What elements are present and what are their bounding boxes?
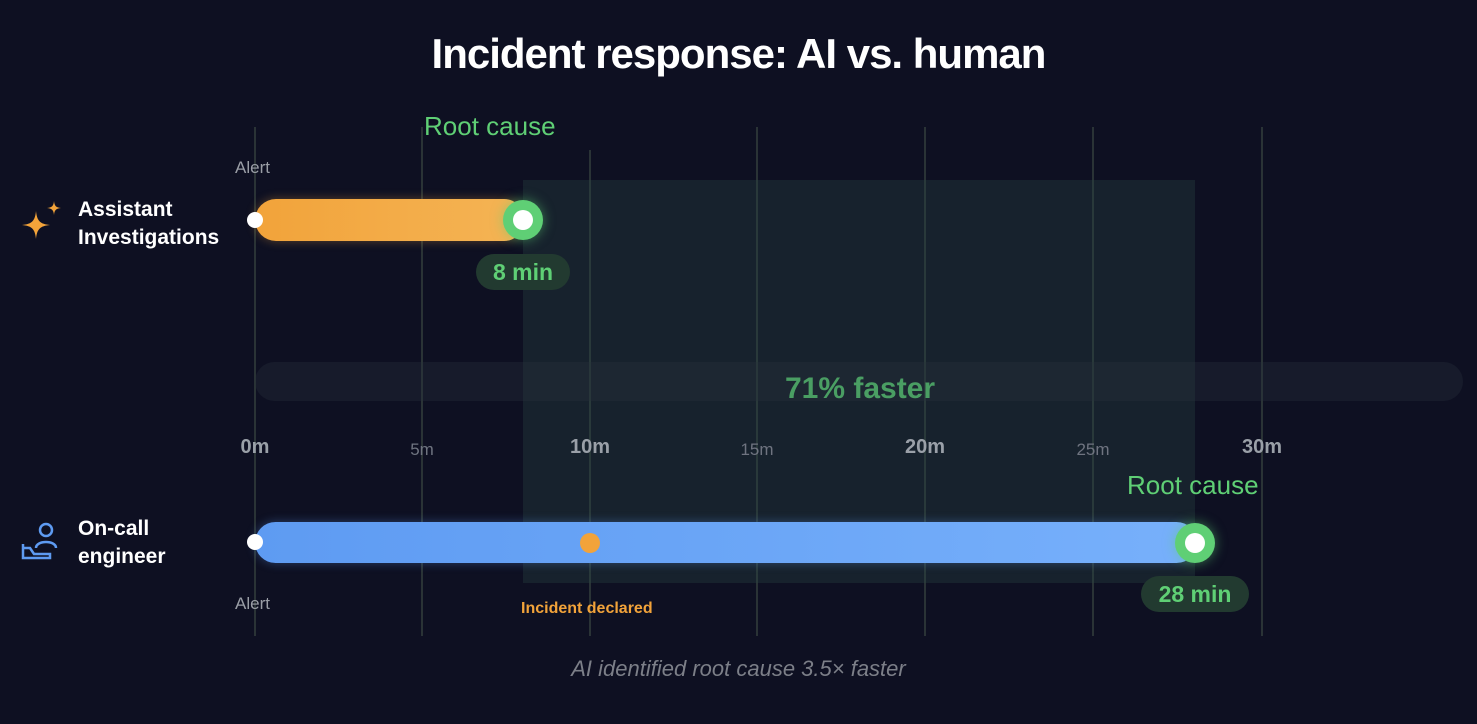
tick-5m: 5m	[410, 440, 434, 459]
ai-alert-marker	[247, 212, 263, 228]
sparkle-icon	[22, 201, 61, 239]
ai-duration-pill: 8 min	[476, 254, 570, 290]
ai-duration-bar	[255, 199, 525, 241]
incident-declared-marker	[580, 533, 600, 553]
grid-line-15m	[756, 127, 758, 636]
ai-row-label: Assistant Investigations	[20, 196, 219, 252]
human-row-label: On-call engineer	[20, 515, 166, 571]
ai-root-cause-marker	[503, 200, 543, 240]
grid-line-0m	[254, 127, 256, 636]
grid-line-30m	[1261, 127, 1263, 636]
human-alert-marker	[247, 534, 263, 550]
ai-label-line2: Investigations	[78, 226, 220, 249]
ai-root-cause-label: Root cause	[424, 111, 556, 141]
tick-20m: 20m	[904, 436, 946, 458]
grid-line-10m	[589, 150, 591, 636]
tick-25m: 25m	[1076, 440, 1110, 459]
human-label-line2: engineer	[78, 545, 166, 568]
tick-30m: 30m	[1241, 436, 1283, 458]
incident-declared-label: Incident declared	[521, 600, 653, 617]
ai-alert-label: Alert	[235, 158, 270, 177]
person-laptop-icon	[21, 522, 58, 560]
human-root-cause-marker	[1175, 523, 1215, 563]
chart-title: Incident response: AI vs. human	[431, 30, 1047, 77]
tick-15m: 15m	[740, 440, 774, 459]
ai-label-line1: Assistant	[78, 198, 173, 221]
human-label-line1: On-call	[78, 517, 150, 540]
grid-line-25m	[1092, 127, 1094, 636]
grid-line-20m	[924, 127, 926, 636]
human-duration-pill: 28 min	[1141, 576, 1249, 612]
grid-line-5m	[421, 127, 423, 636]
human-duration-bar	[255, 522, 1197, 563]
comparison-band	[255, 362, 1463, 401]
footer-caption: AI identified root cause 3.5× faster	[571, 656, 906, 681]
human-root-cause-label: Root cause	[1127, 470, 1259, 500]
tick-10m: 10m	[569, 436, 611, 458]
tick-0m: 0m	[240, 436, 270, 458]
comparison-label: 71% faster	[784, 372, 936, 405]
human-alert-label: Alert	[235, 594, 270, 613]
time-saved-region	[523, 180, 1195, 583]
